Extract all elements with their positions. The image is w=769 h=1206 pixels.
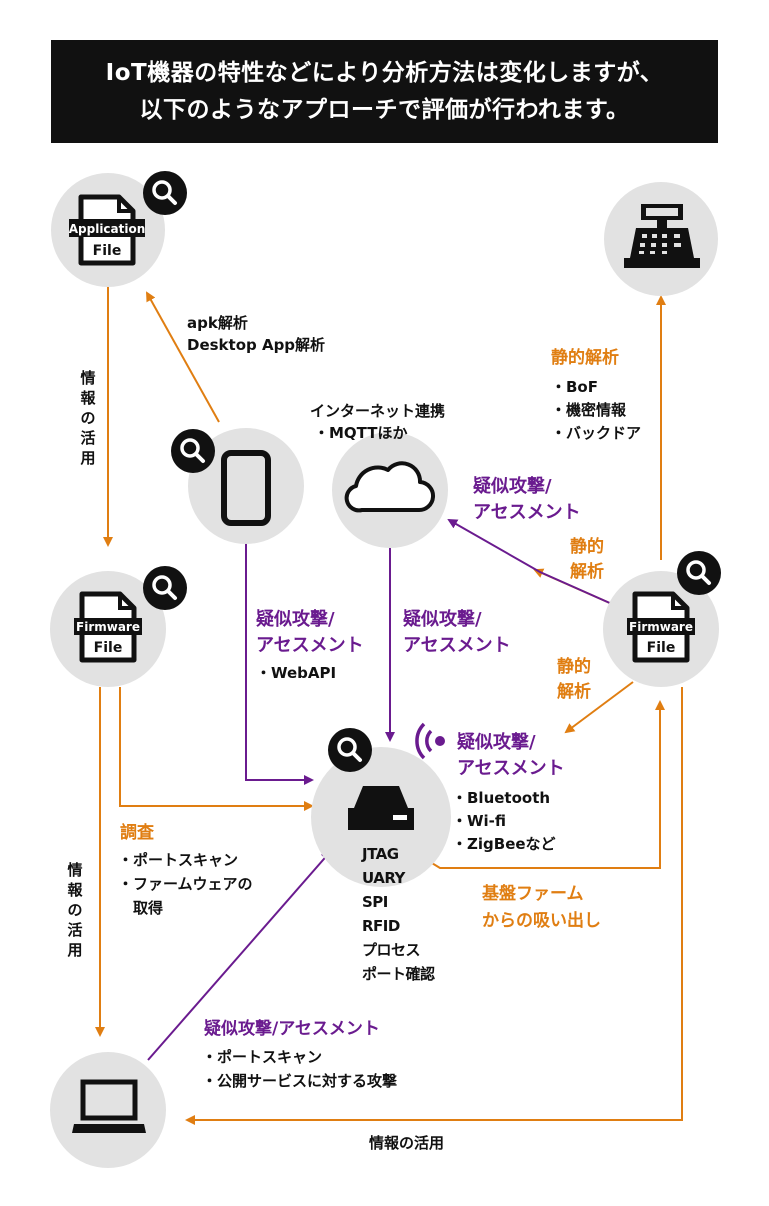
search-icon xyxy=(171,429,215,473)
pseudo-attack-line: 疑似攻撃/ xyxy=(473,476,552,497)
pseudo-attack-cloud-label: 疑似攻撃/ アセスメント xyxy=(473,474,581,526)
title-line-1: IoT機器の特性などにより分析方法は変化しますが、 xyxy=(105,59,664,86)
survey-item: ・ポートスキャン xyxy=(118,851,239,869)
device-function-item: プロセス xyxy=(362,941,421,959)
device-function-item: JTAG xyxy=(362,845,399,863)
wireless-item: ・Bluetooth xyxy=(452,789,551,807)
apk-line-2: Desktop App解析 xyxy=(187,336,326,354)
device-function-item: ポート確認 xyxy=(362,965,435,983)
survey-title: 調査 xyxy=(120,823,154,843)
pseudo-attack-phone-label: 疑似攻撃/ アセスメント xyxy=(256,607,364,659)
arrow-laptop-to-device xyxy=(147,850,332,1061)
file-icon: Firmware File xyxy=(627,591,695,663)
survey-item: ・ファームウェアの xyxy=(118,875,253,893)
device-function-item: SPI xyxy=(362,893,388,911)
static-upper-label: 静的 解析 xyxy=(570,535,604,585)
cloud-label: インターネット連携 ・MQTTほか xyxy=(310,400,445,444)
search-icon xyxy=(328,728,372,772)
static-item: ・機密情報 xyxy=(551,401,627,419)
static-analysis-title: 静的解析 xyxy=(551,348,619,368)
board-firmware-line: 基盤ファーム xyxy=(482,884,584,904)
arrow-firmware-to-wireless xyxy=(564,681,634,734)
circle-phone xyxy=(188,428,304,544)
smartphone-icon xyxy=(221,450,271,526)
firmware-right-tag: Firmware xyxy=(629,620,693,634)
wireless-items: ・Bluetooth ・Wi-fi ・ZigBeeなど xyxy=(452,787,556,856)
static-analysis-items: ・BoF ・機密情報 ・バックドア xyxy=(551,376,641,445)
pseudo-attack-center-label: 疑似攻撃/ アセスメント xyxy=(403,607,511,659)
laptop-attack-items: ・ポートスキャン ・公開サービスに対する攻撃 xyxy=(202,1045,397,1093)
wireless-icon xyxy=(415,722,445,760)
pseudo-attack-line: 疑似攻撃/ xyxy=(256,609,335,630)
wireless-item: ・Wi-fi xyxy=(452,812,507,830)
static-upper-line: 静的 xyxy=(570,537,604,557)
survey-items: ・ポートスキャン ・ファームウェアの 取得 xyxy=(118,848,253,920)
arrow-phone-to-device xyxy=(245,540,314,785)
device-function-item: RFID xyxy=(362,917,400,935)
pseudo-attack-line: アセスメント xyxy=(457,758,565,779)
wireless-item: ・ZigBeeなど xyxy=(452,835,556,853)
title-banner: IoT機器の特性などにより分析方法は変化しますが、 以下のようなアプローチで評価… xyxy=(51,40,718,143)
pseudo-attack-line: 疑似攻撃/ xyxy=(403,609,482,630)
laptop-attack-title: 疑似攻撃/アセスメント xyxy=(204,1019,380,1039)
static-upper-line: 解析 xyxy=(570,562,604,582)
laptop-icon xyxy=(72,1079,146,1133)
title-line-2: 以下のようなアプローチで評価が行われます。 xyxy=(139,96,630,123)
pseudo-attack-line: 疑似攻撃/ xyxy=(457,732,536,753)
apk-analysis-label: apk解析 Desktop App解析 xyxy=(187,312,325,356)
search-icon xyxy=(143,171,187,215)
firmware-left-name: File xyxy=(94,640,123,656)
info-use-bottom: 情報の活用 xyxy=(369,1134,445,1152)
cloud-title: インターネット連携 xyxy=(310,402,446,420)
router-icon xyxy=(348,786,414,830)
cloud-icon xyxy=(344,461,436,513)
pseudo-attack-line: アセスメント xyxy=(473,502,581,523)
app-file-name: File xyxy=(93,243,122,259)
static-item: ・バックドア xyxy=(551,424,642,442)
device-function-item: UARY xyxy=(362,869,405,887)
static-lower-label: 静的 解析 xyxy=(557,655,591,705)
static-lower-line: 静的 xyxy=(557,657,591,677)
laptop-attack-item: ・公開サービスに対する攻撃 xyxy=(202,1072,398,1090)
info-use-vertical-lower: 情報の活用 xyxy=(67,861,83,959)
static-item: ・BoF xyxy=(551,378,598,396)
connectors xyxy=(95,287,683,1125)
survey-item: 取得 xyxy=(118,899,164,917)
apk-line-1: apk解析 xyxy=(187,314,248,332)
static-lower-line: 解析 xyxy=(557,682,591,702)
firmware-right-name: File xyxy=(647,640,676,656)
arrow-firmware-to-device xyxy=(119,687,314,811)
firmware-left-tag: Firmware xyxy=(76,620,140,634)
pseudo-attack-line: アセスメント xyxy=(403,635,511,656)
search-icon xyxy=(143,566,187,610)
pseudo-attack-line: アセスメント xyxy=(256,635,364,656)
app-file-tag: Application xyxy=(69,222,146,236)
arrow-phone-to-app xyxy=(146,291,220,423)
arrow-firmware-to-cloud-attack xyxy=(447,519,613,605)
arrow-firmware-to-laptop xyxy=(185,687,683,1125)
cloud-subtitle: ・MQTTほか xyxy=(314,424,408,442)
cash-register-icon xyxy=(624,204,700,268)
info-use-vertical-upper: 情報の活用 xyxy=(80,369,96,467)
laptop-attack-item: ・ポートスキャン xyxy=(202,1048,323,1066)
board-firmware-label: 基盤ファーム からの吸い出し xyxy=(482,881,601,935)
search-icon xyxy=(677,551,721,595)
device-function-list: JTAG UARY SPI RFID プロセス ポート確認 xyxy=(362,842,435,986)
file-icon: Application File xyxy=(69,194,146,266)
file-icon: Firmware File xyxy=(74,591,142,663)
pseudo-attack-wireless-label: 疑似攻撃/ アセスメント xyxy=(457,730,565,782)
circle-laptop xyxy=(50,1052,166,1168)
node-circles xyxy=(50,173,719,1168)
board-firmware-line: からの吸い出し xyxy=(482,911,601,931)
phone-webapi-label: ・WebAPI xyxy=(256,664,337,682)
